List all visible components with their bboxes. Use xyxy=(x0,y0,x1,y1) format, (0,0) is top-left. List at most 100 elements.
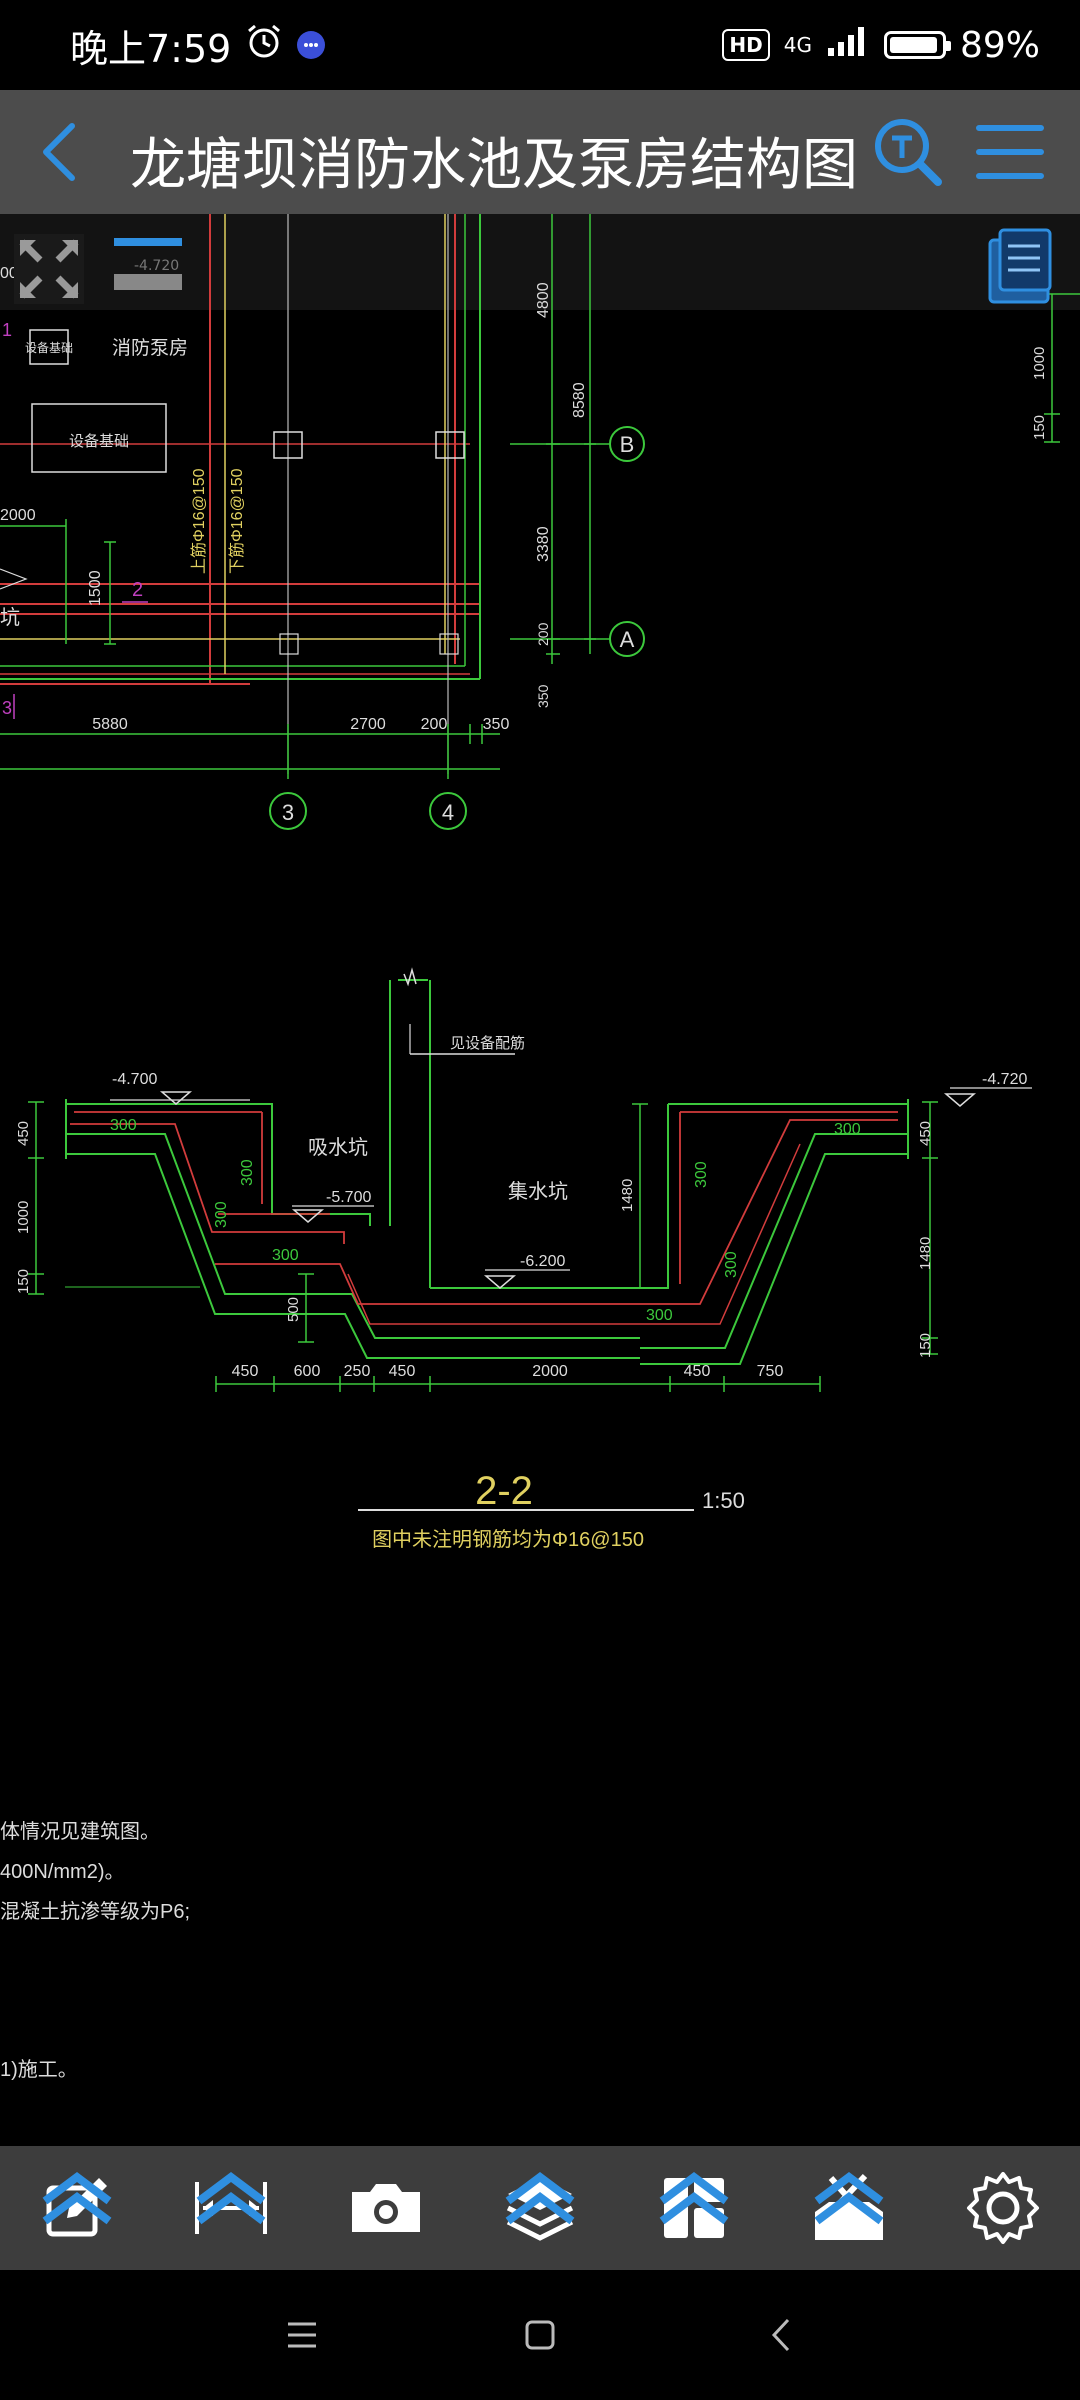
section-dim-150-right: 150 xyxy=(917,1333,934,1358)
plan-left-dim: 00 xyxy=(0,265,18,282)
section-note: 图中未注明钢筋均为Φ16@150 xyxy=(372,1528,644,1551)
plan-dim-200-h: 200 xyxy=(421,716,448,733)
plan-dim-1500: 1500 xyxy=(87,570,104,606)
rebar-bottom-label: 下筋Φ16@150 xyxy=(228,468,246,574)
plan-mark-1: 1 xyxy=(2,320,12,340)
note-line-4: 1)施工。 xyxy=(0,2058,78,2081)
status-time: 晚上7:59 xyxy=(70,26,232,71)
plan-dim-4800: 4800 xyxy=(535,282,552,318)
back-nav-icon xyxy=(771,2318,790,2352)
recent-apps-button[interactable] xyxy=(272,2310,332,2360)
fit-extent-icon xyxy=(19,239,79,299)
drawing-toolstrip xyxy=(0,214,1080,310)
title-bar: 龙塘坝消防水池及泵房结构图 xyxy=(0,90,1080,214)
section-scale: 1:50 xyxy=(702,1488,745,1513)
bottom-dim-2: 600 xyxy=(294,1363,321,1380)
section-title: 2-2 xyxy=(475,1469,533,1513)
caret-up-icon xyxy=(814,2172,883,2225)
hd-badge: HD xyxy=(722,29,770,61)
screenshot-button[interactable] xyxy=(331,2153,441,2263)
system-nav-bar xyxy=(0,2270,1080,2400)
gear-icon xyxy=(966,2172,1039,2244)
plan-view: 设备基础 设备基础 消防泵房 上筋Φ16@150 下筋Φ16@150 2000 … xyxy=(0,214,1080,830)
toolstrip-elevation-label: -4.720 xyxy=(134,258,179,274)
settings-button[interactable] xyxy=(948,2153,1058,2263)
plan-dim-2000: 2000 xyxy=(0,507,36,524)
measure-button[interactable] xyxy=(176,2153,286,2263)
section-dim-300-f: 300 xyxy=(693,1161,710,1188)
plan-right-dim-150: 150 xyxy=(1031,415,1048,440)
plan-dim-200: 200 xyxy=(535,622,551,646)
text-search-button[interactable] xyxy=(872,116,944,188)
plan-mark-2: 2 xyxy=(132,579,143,601)
equipment-top-label: 设备基础 xyxy=(25,341,73,355)
section-dim-300-b: 300 xyxy=(239,1159,256,1186)
camera-icon xyxy=(351,2184,420,2232)
caret-up-icon xyxy=(505,2172,575,2225)
line-style-button[interactable]: -4.720 xyxy=(114,238,182,290)
layout-button[interactable] xyxy=(639,2153,749,2263)
battery-level: 89% xyxy=(959,24,1040,66)
layers-button[interactable] xyxy=(485,2153,595,2263)
axis-4-label: 4 xyxy=(442,800,454,825)
caret-up-icon xyxy=(659,2172,729,2225)
section-dim-1000-left: 1000 xyxy=(15,1201,32,1234)
hamburger-menu-icon xyxy=(976,125,1044,179)
tools-button[interactable] xyxy=(794,2153,904,2263)
back-nav-button[interactable] xyxy=(752,2310,812,2360)
layout-list-icon xyxy=(1008,244,1040,272)
page-title: 龙塘坝消防水池及泵房结构图 xyxy=(130,133,858,198)
plan-dim-350: 350 xyxy=(535,684,551,708)
equipment-base-label: 设备基础 xyxy=(69,433,129,450)
fit-extent-button[interactable] xyxy=(14,234,84,304)
section-dim-300-a: 300 xyxy=(110,1117,137,1134)
plan-dim-2700: 2700 xyxy=(350,716,386,733)
axis-b-label: B xyxy=(620,432,635,457)
note-line-1: 体情况见建筑图。 xyxy=(0,1820,160,1843)
bottom-toolbar xyxy=(0,2146,1080,2270)
battery-icon xyxy=(883,31,951,59)
room-label: 消防泵房 xyxy=(112,337,188,359)
suction-pit-label: 吸水坑 xyxy=(308,1136,368,1159)
section-dim-150-left: 150 xyxy=(15,1269,32,1294)
elevation-left-label: -4.700 xyxy=(112,1071,157,1088)
bottom-dim-7: 750 xyxy=(757,1363,784,1380)
line-color-swatch xyxy=(114,238,182,246)
edit-button[interactable] xyxy=(22,2153,132,2263)
back-arrow-icon xyxy=(43,123,75,181)
menu-button[interactable] xyxy=(975,120,1045,184)
section-dim-300-g: 300 xyxy=(723,1251,740,1278)
section-dim-450-left: 450 xyxy=(15,1121,32,1146)
bottom-dim-5: 2000 xyxy=(532,1363,568,1380)
cad-drawing-canvas[interactable]: 设备基础 设备基础 消防泵房 上筋Φ16@150 下筋Φ16@150 2000 … xyxy=(0,214,1080,2144)
axis-a-label: A xyxy=(620,627,635,652)
sump-pit-label: 集水坑 xyxy=(508,1180,568,1203)
alarm-icon xyxy=(245,22,283,69)
text-search-icon xyxy=(875,119,942,186)
bottom-dim-1: 450 xyxy=(232,1363,259,1380)
home-icon xyxy=(525,2320,555,2350)
layout-list-button[interactable] xyxy=(988,228,1052,304)
section-2-2: 见设备配筋 -4.700 -4.720 -5.700 -6.200 吸水坑 集水… xyxy=(15,967,1032,1551)
back-button[interactable] xyxy=(30,120,90,184)
message-notification-icon xyxy=(297,31,326,59)
recent-apps-icon xyxy=(288,2322,316,2348)
section-dim-300-d: 300 xyxy=(272,1247,299,1264)
elevation-low-label: -6.200 xyxy=(520,1253,565,1270)
caret-up-icon xyxy=(197,2172,266,2225)
home-button[interactable] xyxy=(510,2310,570,2360)
general-notes: 体情况见建筑图。 400N/mm2)。 混凝土抗渗等级为P6; 1)施工。 xyxy=(0,1820,190,2081)
caret-up-icon xyxy=(42,2172,112,2225)
section-dim-300-e: 300 xyxy=(834,1121,861,1138)
plan-dim-8580: 8580 xyxy=(571,382,588,418)
note-line-2: 400N/mm2)。 xyxy=(0,1861,124,1883)
plan-dim-350-h: 350 xyxy=(483,716,510,733)
axis-3-label: 3 xyxy=(282,800,294,825)
section-dim-1480-right: 1480 xyxy=(917,1237,934,1270)
network-type: 4G xyxy=(783,33,812,57)
plan-dim-3380: 3380 xyxy=(535,526,552,562)
pipe-label: 见设备配筋 xyxy=(450,1035,525,1052)
pit-partial-label: 坑 xyxy=(0,606,20,629)
bottom-dim-6: 450 xyxy=(684,1363,711,1380)
line-weight-swatch xyxy=(114,274,182,290)
